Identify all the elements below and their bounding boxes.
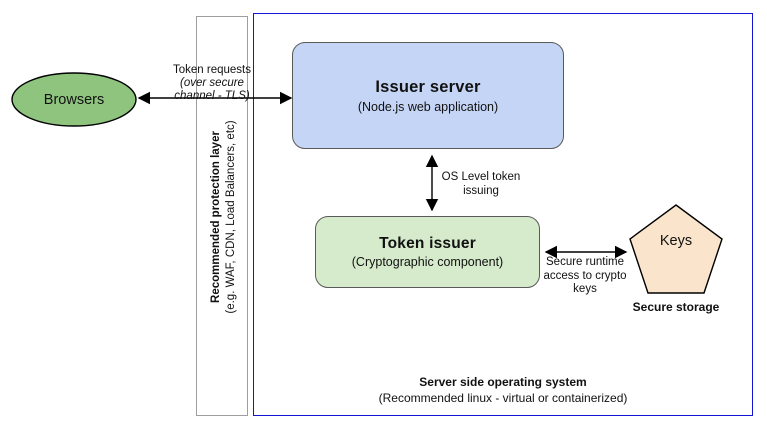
operating-system-title: Server side operating system [419, 375, 587, 389]
protection-layer-subtitle: (e.g. WAF, CDN, Load Balancers, etc) [224, 120, 237, 314]
connector-label-line3: keys [573, 283, 597, 295]
connector-label-line3: channel - TLS) [174, 90, 250, 102]
connector-label-line2: (over secure [180, 77, 244, 89]
node-token-issuer-subtitle: (Cryptographic component) [351, 255, 504, 269]
node-token-issuer[interactable]: Token issuer (Cryptographic component) [315, 216, 540, 288]
node-issuer-server-title: Issuer server [375, 77, 481, 96]
connector-label-line1: Token requests [173, 64, 251, 76]
node-keys-caption: Secure storage [632, 300, 720, 314]
connector-browsers-issuer-label: Token requests (over secure channel - TL… [156, 64, 268, 103]
connector-issuer-token-label: OS Level token issuing [420, 170, 542, 198]
connector-label-line1: OS Level token [441, 171, 521, 183]
connector-token-keys-label: Secure runtime access to crypto keys [540, 256, 630, 297]
node-token-issuer-title: Token issuer [379, 235, 476, 252]
operating-system-container [253, 13, 753, 416]
node-issuer-server[interactable]: Issuer server (Node.js web application) [292, 42, 564, 149]
connector-label-line2: issuing [463, 185, 499, 197]
ellipse-shape [11, 72, 137, 127]
protection-layer-container: Recommended protection layer (e.g. WAF, … [196, 16, 248, 416]
node-keys-label: Keys [659, 233, 693, 249]
connector-label-line1: Secure runtime [546, 256, 624, 268]
protection-layer-title: Recommended protection layer [209, 131, 222, 303]
pentagon-shape [629, 204, 723, 294]
connector-label-line2: access to crypto [543, 269, 627, 282]
operating-system-caption: Server side operating system (Recommende… [253, 374, 753, 406]
node-browsers-label: Browsers [43, 91, 105, 108]
node-browsers[interactable]: Browsers [10, 71, 138, 128]
operating-system-subtitle: (Recommended linux - virtual or containe… [378, 391, 628, 405]
node-issuer-server-subtitle: (Node.js web application) [357, 99, 499, 114]
node-keys[interactable]: Keys [628, 203, 724, 295]
